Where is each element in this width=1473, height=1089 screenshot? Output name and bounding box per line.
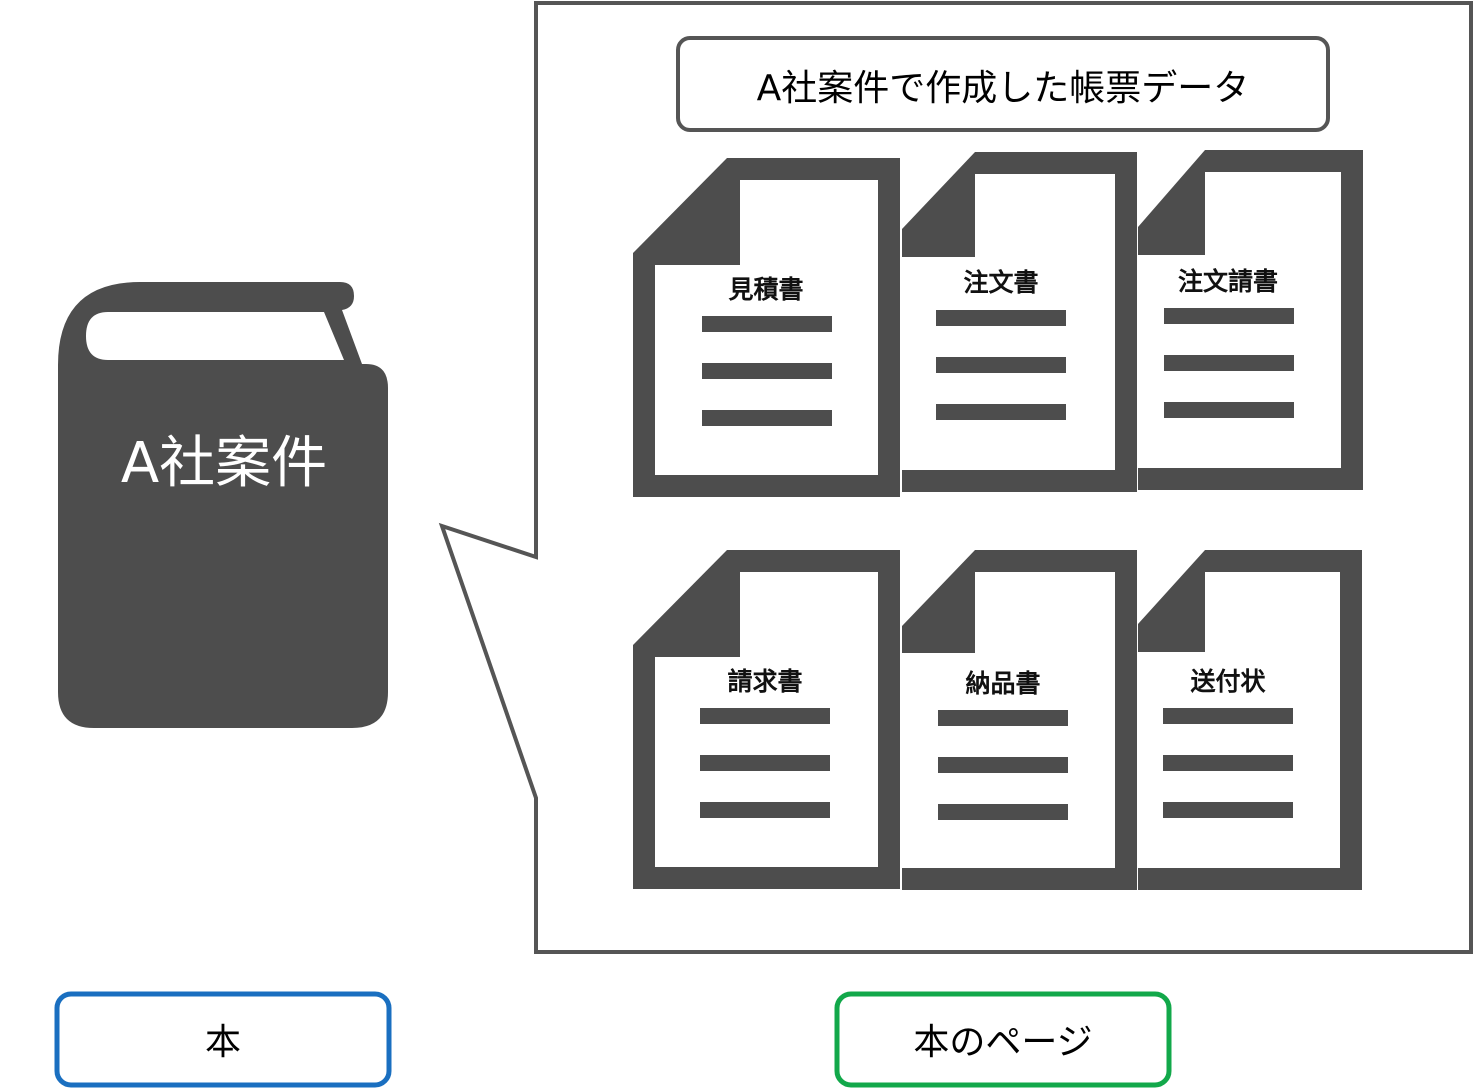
document-label: 注文請書 <box>1178 267 1278 296</box>
document-icon <box>902 152 1137 492</box>
document-icon <box>1138 150 1363 490</box>
document-label: 送付状 <box>1190 667 1266 696</box>
panel-header-text: A社案件で作成した帳票データ <box>757 68 1250 109</box>
document-icon <box>1138 550 1362 890</box>
book-title: A社案件 <box>121 431 327 496</box>
document-icon <box>902 550 1137 890</box>
document-icon <box>633 158 900 497</box>
document-label: 注文書 <box>963 268 1038 297</box>
document-label: 請求書 <box>727 667 802 696</box>
document-icon <box>633 550 900 889</box>
legend-book-label: 本 <box>205 1022 241 1063</box>
document-label: 見積書 <box>728 275 803 304</box>
legend-book: 本 <box>54 991 392 1088</box>
legend-page: 本のページ <box>834 991 1172 1088</box>
legend-page-label: 本のページ <box>913 1022 1092 1063</box>
book-icon: A社案件 <box>58 282 388 728</box>
panel-header: A社案件で作成した帳票データ <box>676 36 1330 132</box>
document-label: 納品書 <box>965 669 1040 698</box>
